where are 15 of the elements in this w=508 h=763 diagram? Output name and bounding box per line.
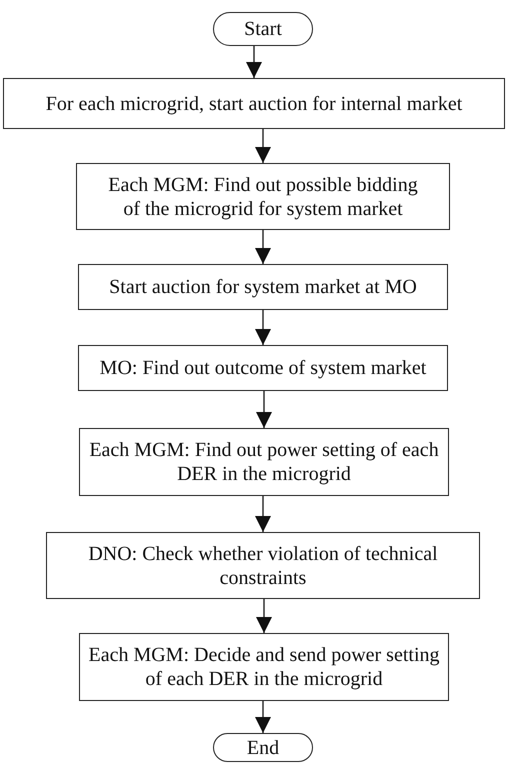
arrow bbox=[246, 46, 262, 78]
process-box: DNO: Check whether violation of technical constraints bbox=[46, 532, 480, 599]
arrow bbox=[255, 496, 271, 532]
process-box: Start auction for system market at MO bbox=[78, 264, 448, 310]
arrow bbox=[255, 701, 271, 733]
arrow bbox=[255, 230, 271, 264]
process-box: Each MGM: Find out power setting of each DER in the microgrid bbox=[79, 428, 449, 496]
arrow bbox=[256, 599, 272, 633]
arrow bbox=[255, 310, 271, 345]
process-box: MO: Find out outcome of system market bbox=[78, 345, 448, 391]
process-box: For each microgrid, start auction for internal market bbox=[3, 78, 505, 129]
arrow bbox=[256, 391, 272, 428]
process-box: Each MGM: Find out possible bidding of the microgrid for system market bbox=[76, 163, 450, 230]
arrow bbox=[255, 129, 271, 163]
process-box: Each MGM: Decide and send power setting of each DER in the microgrid bbox=[79, 633, 449, 701]
